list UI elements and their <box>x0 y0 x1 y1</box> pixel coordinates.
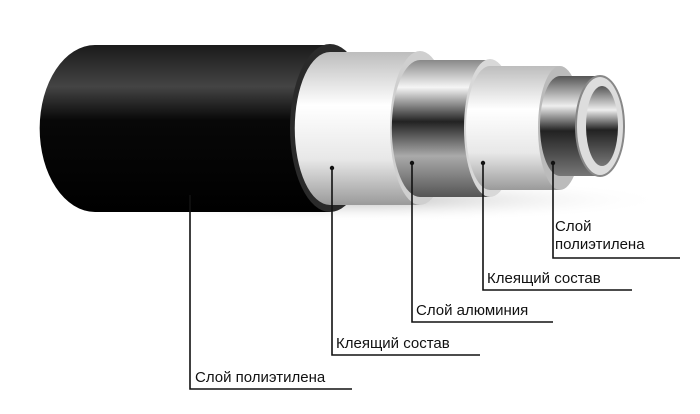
label-outer-pe: Слой полиэтилена <box>195 369 326 386</box>
aluminum-layer <box>391 60 490 197</box>
label-aluminum: Слой алюминия <box>416 302 529 319</box>
label-inner-pe-line1: Слой <box>555 218 592 235</box>
adhesive-inner-layer <box>466 66 560 190</box>
outer-pe-layer <box>39 45 330 212</box>
adhesive-outer-layer <box>294 52 420 205</box>
label-inner-pe-line2: полиэтилена <box>555 236 645 253</box>
label-adhesive-inner: Клеящий состав <box>487 270 601 287</box>
label-adhesive-outer: Клеящий состав <box>336 335 450 352</box>
